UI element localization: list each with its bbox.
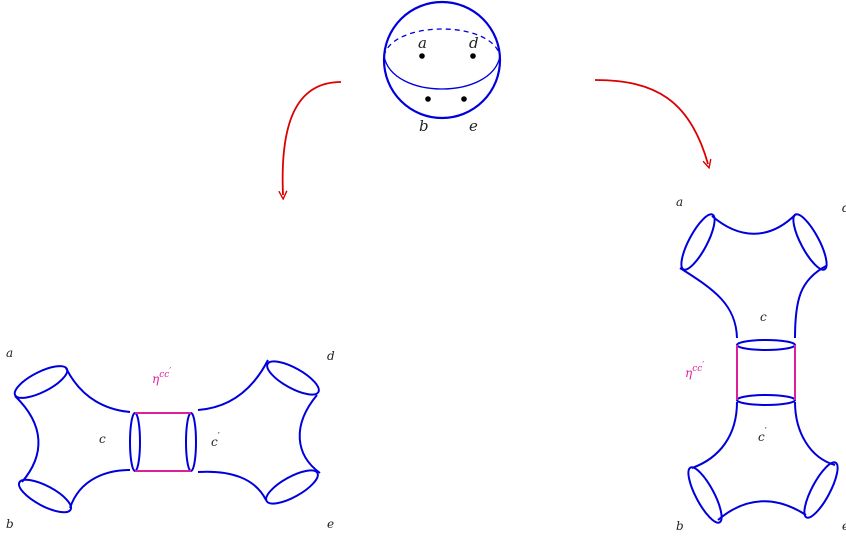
- right-label-d: d: [842, 201, 846, 215]
- right-body-left-lower: [691, 401, 738, 469]
- left-cut-ellipse-c: [129, 412, 141, 472]
- left-tube-end-b: [17, 478, 73, 514]
- left-label-d: d: [327, 349, 335, 363]
- left-body-right-side: [298, 394, 321, 474]
- puncture-point-e: [461, 96, 467, 102]
- right-tube-end-b: [687, 466, 723, 524]
- right-body-bottom: [717, 500, 807, 521]
- left-body-left-side: [14, 395, 40, 483]
- left-tube-end-e: [265, 469, 319, 505]
- left-cut-label-c: c: [99, 432, 106, 446]
- left-tube-end-d: [266, 360, 320, 396]
- right-label-a: a: [676, 195, 683, 209]
- right-tube-end-d: [792, 213, 828, 271]
- left-eta-label: ηcc′: [152, 367, 171, 386]
- right-cut-label-c: c: [760, 310, 767, 324]
- right-tube-end-a: [680, 213, 716, 271]
- sphere-label-a: a: [418, 34, 427, 52]
- left-label-e: e: [327, 517, 334, 531]
- right-cut-ellipse-c: [736, 339, 796, 351]
- sphere-equator-front: [383, 55, 501, 90]
- right-body-left-upper: [679, 267, 738, 339]
- puncture-point-a: [419, 53, 425, 59]
- left-body-top-left: [65, 367, 131, 413]
- sphere-label-e: e: [469, 117, 478, 135]
- left-label-b: b: [6, 517, 14, 531]
- right-label-b: b: [676, 519, 684, 533]
- right-arrow: [594, 79, 708, 164]
- left-diagram: a d b e c c′ ηcc′: [6, 346, 335, 531]
- right-body-right-upper: [794, 265, 827, 339]
- left-arrow: [283, 81, 342, 195]
- puncture-point-b: [425, 96, 431, 102]
- right-diagram: a d b e c c′ ηcc′: [676, 195, 846, 533]
- left-cut-ellipse-c-prime: [185, 412, 197, 472]
- sphere-equator-back: [383, 28, 501, 57]
- right-body-top: [711, 213, 797, 235]
- left-body-top-right: [197, 359, 269, 411]
- puncture-point-d: [470, 53, 476, 59]
- left-body-bottom-left: [69, 469, 131, 509]
- left-cut-label-c-prime: c′: [211, 432, 220, 449]
- sphere-outline: [382, 0, 502, 120]
- right-body-right-lower: [794, 401, 836, 466]
- right-cut-ellipse-c-prime: [736, 394, 796, 406]
- right-cut-label-c-prime: c′: [758, 427, 767, 444]
- sphere-label-d: d: [469, 34, 479, 52]
- sphere-label-b: b: [419, 117, 429, 135]
- left-tube-end-a: [13, 365, 69, 399]
- left-label-a: a: [6, 346, 13, 360]
- right-eta-label: ηcc′: [685, 361, 704, 380]
- right-tube-end-e: [803, 461, 839, 519]
- left-body-bottom-right: [197, 470, 267, 501]
- right-label-e: e: [842, 519, 846, 533]
- sphere: a d b e: [382, 0, 502, 135]
